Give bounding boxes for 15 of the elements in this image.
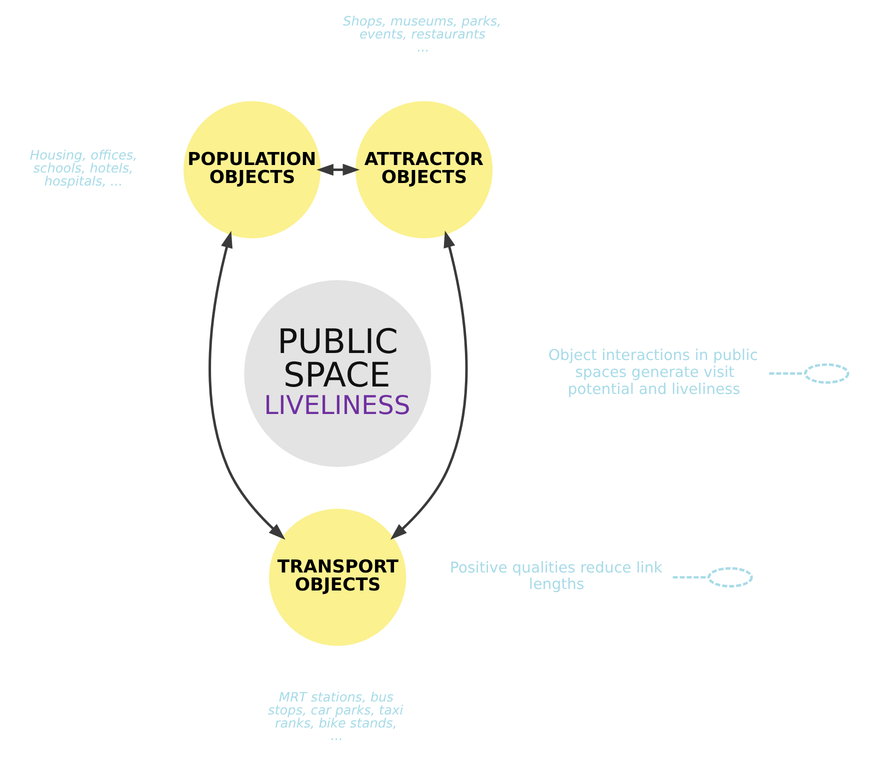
node-label: Housing, offices, schools, hotels, hospitals, ... — [30, 148, 138, 190]
node-circle: POPULATION OBJECTS — [184, 101, 321, 238]
node-label: Shops, museums, parks, events, restaurants ... — [343, 14, 502, 56]
node-circle: ATTRACTOR OBJECTS — [355, 101, 493, 238]
connector — [769, 372, 806, 375]
node-ellipse — [708, 567, 753, 588]
node-ellipse — [804, 363, 850, 384]
connector — [672, 576, 709, 579]
arrow — [316, 164, 360, 176]
node-text: Positive qualities reduce link lengths — [450, 558, 662, 594]
node-text: Object interactions in public spaces generate visit potential and liveliness — [548, 346, 758, 398]
arrow — [208, 230, 286, 540]
arrow — [390, 230, 468, 540]
node-label: MRT stations, bus stops, car parks, taxi ranks, bike stands, ... — [268, 690, 404, 744]
node-circle: PUBLIC SPACE LIVELINESS — [244, 280, 432, 467]
